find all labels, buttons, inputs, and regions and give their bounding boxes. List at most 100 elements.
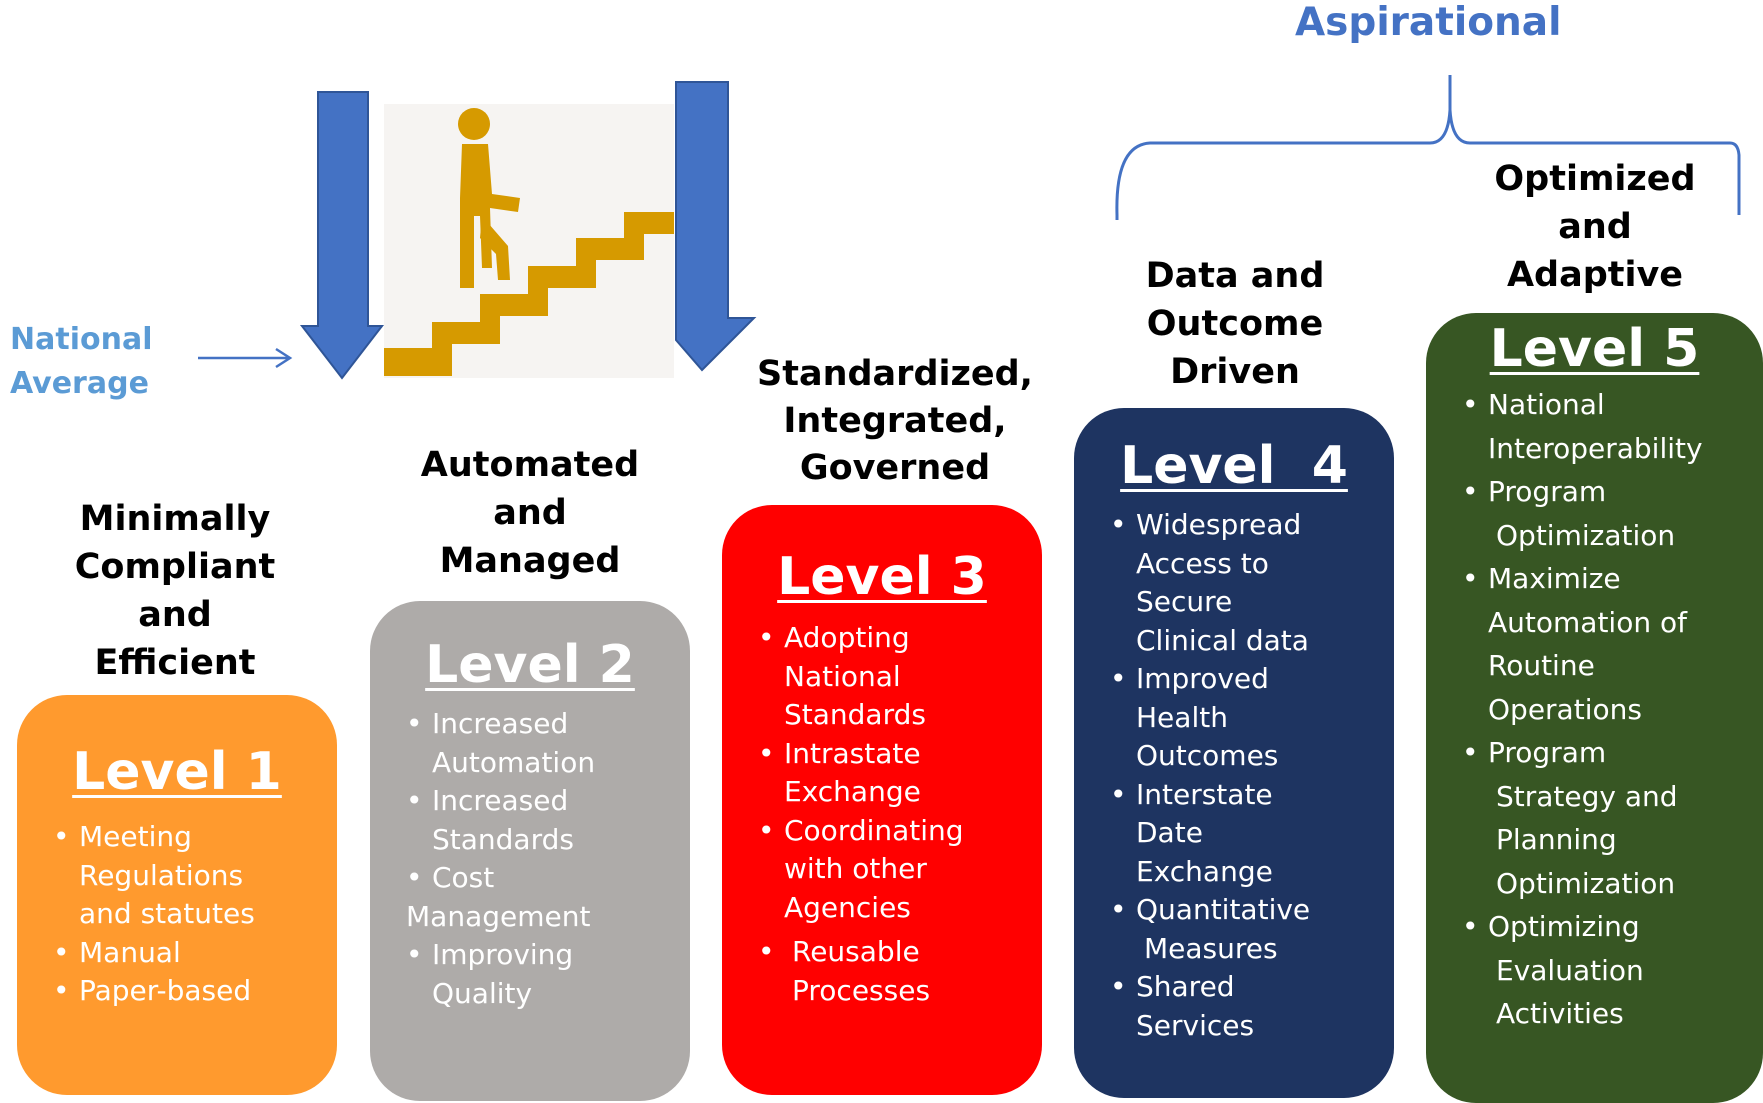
level-5-card: Level 5 National Interoperability Progra… <box>1426 313 1763 1103</box>
level-3-heading: Standardized, Integrated, Governed <box>745 351 1045 492</box>
list-item-text: National <box>784 659 901 693</box>
list-item-text: Increased <box>432 707 569 740</box>
list-item-text: Widespread <box>1136 508 1302 541</box>
list-item-text: Access to <box>1136 546 1269 580</box>
heading-line: Driven <box>1170 352 1300 392</box>
level-2-bullet-list: Increased Automation Increased Standards… <box>406 705 690 1013</box>
list-item-text: and statutes <box>79 897 255 930</box>
heading-line: Adaptive <box>1506 255 1684 295</box>
list-item: Improving Quality <box>406 936 690 1013</box>
level-2-heading: Automated and Managed <box>385 441 675 585</box>
list-item-text: Standards <box>432 822 574 856</box>
list-item-text: Quality <box>432 976 533 1010</box>
list-item-text: Automation of <box>1488 605 1687 639</box>
list-item-text: Clinical data <box>1136 623 1309 657</box>
national-average-arrow-icon <box>198 347 293 369</box>
list-item: Program Strategy and Planning Optimizati… <box>1462 731 1763 905</box>
level-2-title: Level 2 <box>425 635 635 695</box>
level-2-card: Level 2 Increased Automation Increased S… <box>370 601 690 1101</box>
list-item-text: Coordinating <box>784 813 964 847</box>
list-item-text: Improving <box>432 938 574 971</box>
list-item-text: National <box>1488 388 1605 421</box>
level-3-title: Level 3 <box>777 547 987 607</box>
list-item: Widespread Access to Secure Clinical dat… <box>1110 506 1394 660</box>
list-item: Reusable Processes <box>758 933 1042 1010</box>
list-item-text: Exchange <box>784 775 921 808</box>
aspirational-label: Aspirational <box>1295 0 1562 45</box>
list-item: Quantitative Measures <box>1110 891 1394 968</box>
list-item-text: Reusable <box>792 935 920 968</box>
list-item-text: Outcomes <box>1136 739 1279 772</box>
heading-line: Standardized, <box>757 354 1033 394</box>
level-1-card: Level 1 Meeting Regulations and statutes… <box>17 695 337 1095</box>
list-item: Increased Automation <box>406 705 690 782</box>
level-3-card: Level 3 Adopting National Standards Intr… <box>722 505 1042 1095</box>
list-item-text: Meeting <box>79 820 192 853</box>
list-item-text: Improved <box>1136 662 1269 695</box>
list-item: Program Optimization <box>1462 470 1763 557</box>
heading-line: Optimized <box>1494 159 1696 199</box>
list-item-text: Management <box>406 899 591 933</box>
heading-line: and <box>493 493 567 533</box>
list-item-text: Shared <box>1136 970 1235 1003</box>
heading-line: Integrated, <box>783 401 1007 441</box>
list-item-text: Program <box>1488 736 1607 769</box>
list-item-text: Quantitative <box>1136 893 1311 926</box>
list-item: Intrastate Exchange <box>758 735 1042 812</box>
level-4-card: Level 4 Widespread Access to Secure Clin… <box>1074 408 1394 1098</box>
heading-line: Governed <box>799 448 991 488</box>
list-item-text: Intrastate <box>784 736 921 770</box>
list-item-text: Exchange <box>1136 854 1273 888</box>
list-item-text: Strategy and <box>1496 779 1678 813</box>
list-item-text: Measures <box>1144 931 1278 965</box>
list-item-text: Standards <box>784 698 926 731</box>
list-item-text: with other <box>784 852 927 885</box>
list-item: Increased Standards <box>406 782 690 859</box>
list-item-text: Agencies <box>784 890 911 924</box>
list-item-text: Paper-based <box>79 974 252 1007</box>
list-item-text: Evaluation <box>1496 953 1644 987</box>
list-item: Meeting Regulations and statutes <box>53 818 337 934</box>
level-4-heading: Data and Outcome Driven <box>1085 252 1385 396</box>
level-1-title: Level 1 <box>72 742 282 802</box>
list-item-text: Activities <box>1496 997 1624 1030</box>
heading-line: and <box>1558 207 1632 247</box>
list-item-text: Increased <box>432 784 569 817</box>
staircase-graphic <box>284 78 764 388</box>
heading-line: Managed <box>439 541 621 581</box>
list-item: Improved Health Outcomes <box>1110 660 1394 776</box>
list-item-text: Operations <box>1488 692 1642 726</box>
list-item: Maximize Automation of Routine Operation… <box>1462 557 1763 731</box>
staircase-icon <box>299 81 757 380</box>
list-item: Cost Management <box>406 859 690 936</box>
level-4-title: Level 4 <box>1120 436 1348 496</box>
level-1-bullet-list: Meeting Regulations and statutes Manual … <box>53 818 337 1011</box>
heading-line: Compliant <box>74 547 276 587</box>
list-item: Optimizing Evaluation Activities <box>1462 905 1763 1036</box>
heading-line: Outcome <box>1146 304 1324 344</box>
list-item-text: Interstate <box>1136 777 1273 811</box>
top-clipped-title-fragment <box>620 0 760 6</box>
title-fragment-glyph <box>620 0 760 6</box>
heading-line: Data and <box>1145 256 1325 296</box>
list-item-text: Automation <box>432 745 596 779</box>
list-item: National Interoperability <box>1462 383 1763 470</box>
list-item-text: Services <box>1136 1008 1255 1042</box>
list-item-text: Maximize <box>1488 562 1621 595</box>
level-5-bullet-list: National Interoperability Program Optimi… <box>1462 383 1763 1036</box>
level-3-bullet-list: Adopting National Standards Intrastate E… <box>758 619 1042 1010</box>
list-item: Coordinating with other Agencies <box>758 812 1042 928</box>
list-item-text: Health <box>1136 700 1228 734</box>
list-item-text: Optimization <box>1496 518 1676 552</box>
list-item-text: Processes <box>792 973 931 1007</box>
list-item-text: Planning <box>1496 823 1617 856</box>
list-item-text: Optimization <box>1496 866 1676 900</box>
level-1-heading: Minimally Compliant and Efficient <box>30 495 320 687</box>
heading-line: Efficient <box>94 643 256 683</box>
list-item-text: Routine <box>1488 649 1595 682</box>
heading-line: Automated <box>420 445 640 485</box>
heading-line: Minimally <box>79 499 271 539</box>
list-item-text: Interoperability <box>1488 431 1703 465</box>
list-item-text: Regulations <box>79 858 244 892</box>
national-average-line-1: National <box>10 322 153 357</box>
